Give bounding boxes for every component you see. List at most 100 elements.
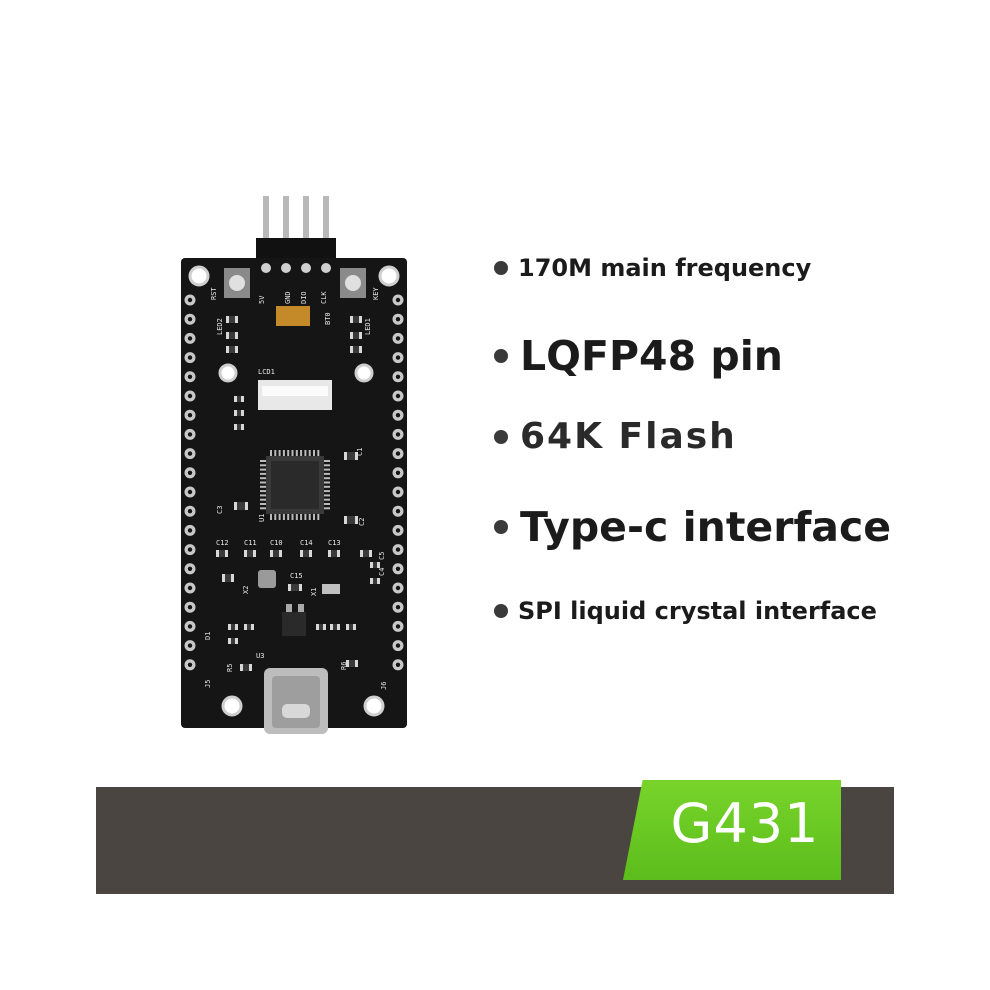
silk-c2: C2 [358,518,366,526]
chip-pin [295,450,298,456]
pin-hole [187,336,193,341]
feature-package: LQFP48 pin [494,332,783,380]
pin-hole [395,509,401,514]
chip-pin [324,472,330,475]
chip-pin [282,450,285,456]
chip-pin [274,514,277,520]
smd-part-body [319,624,323,630]
chip-pin [260,498,266,501]
pin-hole [187,528,193,533]
smd-part-body [353,332,359,339]
silk-c5: C5 [378,552,386,560]
feature-text: SPI liquid crystal interface [518,597,877,625]
chip-pin [274,450,277,456]
bullet-icon [494,261,508,275]
smd-part-body [373,562,377,568]
silk-c14: C14 [300,539,313,547]
silk-x1: X1 [310,588,318,596]
pin-hole [395,624,401,629]
pin-hole [395,662,401,667]
smd-part-body [363,550,369,557]
pin-hole [187,470,193,475]
chip-pin [291,450,294,456]
chip-pin [260,490,266,493]
pin-hole [187,662,193,667]
smd-part-body [225,574,231,582]
chip-pin [260,472,266,475]
pin-hole [187,355,193,360]
silk-r6: R6 [340,662,348,670]
key-button [340,268,366,298]
chip-pin [270,450,272,456]
silk-key: KEY [372,287,380,300]
feature-flash: 64K Flash [494,416,737,457]
pin-hole [395,413,401,418]
smd-part-body [231,624,235,630]
pin-hole [395,432,401,437]
pin-hole [187,547,193,552]
smd-part-body [243,664,249,671]
chip-pin [324,507,330,510]
silk-c15: C15 [290,572,303,580]
chip-pin [324,468,330,471]
chip-pin [260,468,266,471]
smd-part-body [349,660,355,667]
chip-pin [304,514,307,520]
feature-frequency: 170M main frequency [494,254,811,282]
smd-part-body [273,550,279,557]
chip-pin [287,450,290,456]
chip-pin [260,503,266,505]
chip-pin [324,477,330,480]
smd-part-body [303,550,309,557]
mounting-holes [188,265,400,717]
smd-part-body [229,346,235,353]
right-pin-row [392,294,404,671]
pin-hole [187,451,193,456]
header-pads [261,263,331,273]
pin-hole [395,355,401,360]
feature-text: Type-c interface [520,503,892,551]
chip-pin [278,514,281,520]
bullet-icon [494,349,508,363]
left-pin-row [184,294,196,671]
smd-part-body [347,452,355,460]
chip-pin [260,507,266,510]
smd-part-body [237,410,241,416]
boot-switch [276,306,310,326]
silk-c1: C1 [356,448,364,456]
pin-hole [395,643,401,648]
silk-led2: LED2 [216,318,224,335]
chip-pin [317,514,320,520]
chip-pin [260,494,266,497]
pin-hole [187,643,193,648]
smd-part-body [347,516,355,524]
feature-text: LQFP48 pin [520,332,783,380]
smd-part-body [237,396,241,402]
pin-hole [187,489,193,495]
chip-pin [304,450,307,456]
pin-hole [395,336,401,341]
header-pins [256,196,336,260]
silk-c4: C4 [378,568,386,576]
silk-c10: C10 [270,539,283,547]
feature-text: 170M main frequency [518,254,812,282]
chip-pin [260,481,266,484]
pin-hole [395,585,401,591]
pin-hole [187,297,193,303]
smd-components [216,316,380,671]
chip-pin [324,490,330,493]
chip-pin [324,503,330,505]
pin-hole [395,528,401,533]
pin-hole [395,605,401,610]
pin-hole [187,413,193,418]
bullet-icon [494,604,508,618]
silk-d1: D1 [204,632,212,640]
badge-background [623,780,841,880]
chip-pin [260,485,266,488]
pin-hole [187,509,193,514]
smd-part-body [237,502,245,510]
silk-rst: RST [210,287,218,300]
silk-j6: J6 [380,682,388,690]
chip-pin [260,477,266,480]
chip-pin [282,514,285,520]
